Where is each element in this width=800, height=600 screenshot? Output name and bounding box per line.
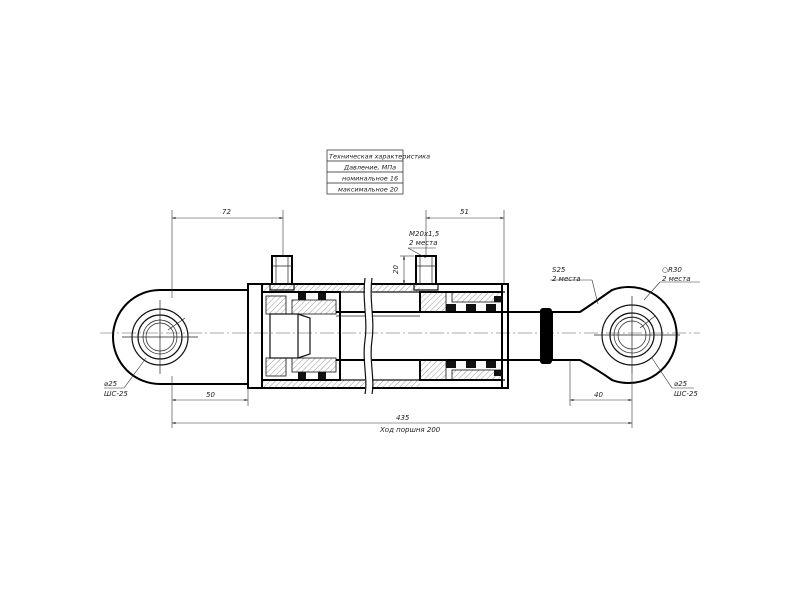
s25-label: S25 xyxy=(552,266,566,274)
s25-qty-label: 2 места xyxy=(552,275,580,283)
dia25-right-label: ⌀25 xyxy=(674,380,688,388)
dim-435-label: 435 xyxy=(396,414,410,422)
sh25-left-label: ШС-25 xyxy=(104,390,128,398)
dimension-lines xyxy=(104,210,700,428)
dim-20-label: 20 xyxy=(392,265,400,274)
dim-40-label: 40 xyxy=(594,391,603,399)
dia25-left-label: ⌀25 xyxy=(104,380,118,388)
rear-port-fitting xyxy=(269,255,295,291)
right-eye-mount xyxy=(551,286,680,384)
rod-gland xyxy=(419,283,509,389)
spec-table-row-pressure: Давление, МПа xyxy=(343,164,396,172)
front-port-fitting xyxy=(413,255,439,291)
spec-table-row-maximum: максимальное 20 xyxy=(338,186,398,194)
stroke-label: Ход поршня 200 xyxy=(379,426,441,434)
thread-qty-label: 2 места xyxy=(409,239,437,247)
sh25-right-label: ШС-25 xyxy=(674,390,698,398)
dim-72-label: 72 xyxy=(222,208,231,216)
spec-table: Техническая характеристика Давление, МПа… xyxy=(326,149,430,195)
rod-wiper-ring xyxy=(540,308,552,364)
piston-rod xyxy=(336,311,540,361)
thread-label: M20x1,5 xyxy=(409,230,440,238)
piston xyxy=(261,291,341,381)
dim-51-label: 51 xyxy=(460,208,469,216)
spec-table-title: Техническая характеристика xyxy=(329,153,430,161)
r30-label: ○R30 xyxy=(662,266,682,274)
r30-qty-label: 2 места xyxy=(662,275,690,283)
dim-50-label: 50 xyxy=(206,391,215,399)
left-eye-mount xyxy=(112,289,249,385)
spec-table-row-nominal: номинальное 16 xyxy=(342,175,398,183)
